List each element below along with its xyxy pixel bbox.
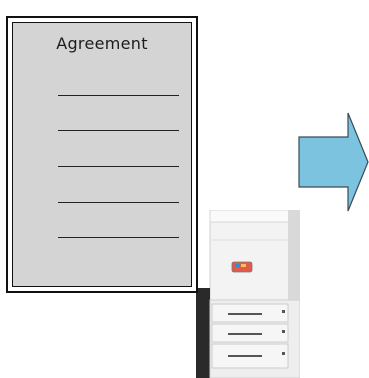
document-blank-line-3 [58, 166, 179, 167]
document-blank-line-5 [58, 237, 179, 238]
printer-icon [196, 210, 300, 378]
document-blank-line-1 [58, 95, 179, 96]
arrow-right-icon [298, 112, 369, 212]
arrow-shape [298, 112, 369, 212]
document-title: Agreement [56, 34, 148, 53]
document-blank-line-4 [58, 202, 179, 203]
document-page-inner: Agreement [12, 22, 192, 287]
document-page: Agreement [6, 16, 198, 293]
document-blank-line-2 [58, 130, 179, 131]
